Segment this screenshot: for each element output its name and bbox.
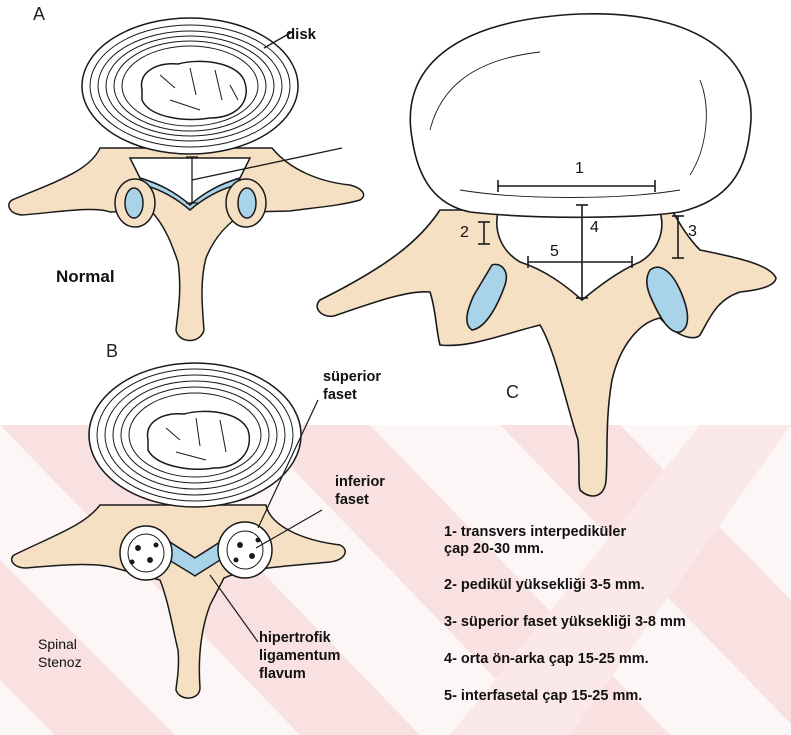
disk-label: disk [286, 26, 316, 43]
measure-number-1: 1 [575, 160, 584, 178]
measure-number-3: 3 [688, 223, 697, 241]
legend-item-1: 1- transvers interpediküler çap 20-30 mm… [444, 524, 784, 558]
legend-item-1-line2: çap 20-30 mm. [444, 541, 784, 558]
normal-label: Normal [56, 267, 115, 287]
vertebra-measurement [317, 14, 776, 496]
legend-item-4: 4- orta ön-arka çap 15-25 mm. [444, 651, 784, 668]
spinal-stenosis-label-2: Stenoz [38, 654, 82, 670]
legend-item-5: 5- interfasetal çap 15-25 mm. [444, 688, 784, 705]
panel-b-label: B [106, 341, 118, 362]
measure-number-2: 2 [460, 224, 469, 242]
hypertrophic-lf-label-2: ligamentum [259, 648, 340, 664]
measurement-legend: 1- transvers interpediküler çap 20-30 mm… [444, 524, 784, 725]
legend-item-3: 3- süperior faset yüksekliği 3-8 mm [444, 614, 784, 631]
panel-c-label: C [506, 382, 519, 403]
superior-facet-label-1: süperior [323, 369, 381, 385]
panel-a-label: A [33, 4, 45, 25]
hypertrophic-lf-label-1: hipertrofik [259, 630, 331, 646]
legend-item-1-line1: 1- transvers interpediküler [444, 524, 784, 541]
inferior-facet-label-2: faset [335, 492, 369, 508]
hypertrophic-lf-label-3: flavum [259, 666, 306, 682]
legend-item-2: 2- pedikül yüksekliği 3-5 mm. [444, 577, 784, 594]
spinal-stenosis-label-1: Spinal [38, 636, 77, 652]
inferior-facet-label-1: inferior [335, 474, 385, 490]
measure-number-4: 4 [590, 219, 599, 237]
measure-number-5: 5 [550, 243, 559, 261]
vertebra-normal [9, 18, 364, 341]
superior-facet-label-2: faset [323, 387, 357, 403]
